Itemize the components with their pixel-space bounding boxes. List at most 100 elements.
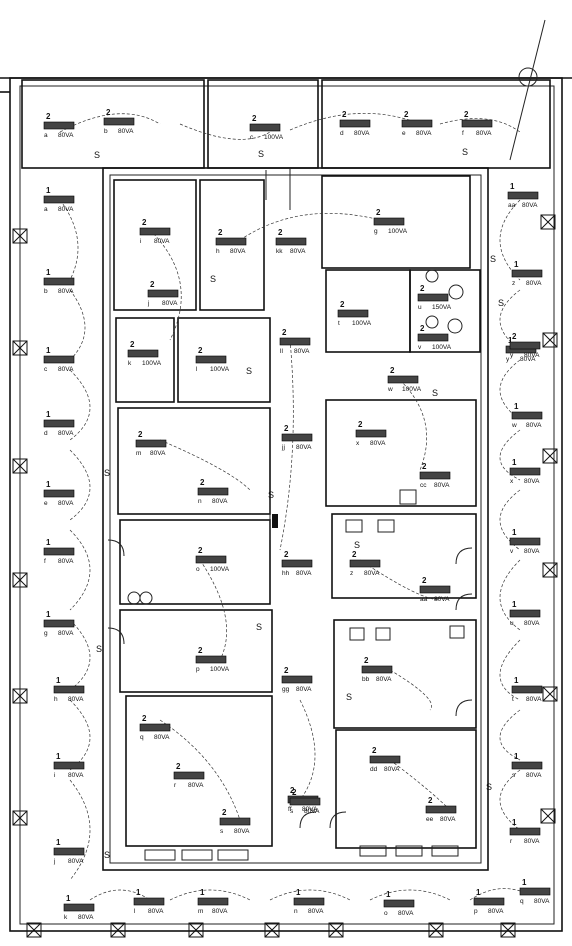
fixture-bar [509, 537, 541, 546]
fixture-id: n [294, 908, 298, 915]
fixture-circuit: 1 [46, 538, 51, 547]
electrical-boxes [12, 214, 558, 938]
fixture-circuit: 2 [218, 228, 223, 237]
fixture-bar [281, 433, 313, 442]
fixture-load: 80VA [416, 130, 432, 137]
fixture-id: y [506, 356, 510, 363]
fixture-circuit: 2 [290, 786, 295, 795]
fixture-load: 80VA [398, 910, 414, 917]
fixture-bar [401, 119, 433, 128]
fixture-load: 80VA [488, 908, 504, 915]
fixture-load: 80VA [526, 280, 542, 287]
fixture-circuit: 2 [340, 300, 345, 309]
fixture-id: q [140, 734, 144, 741]
fixture-load: 80VA [434, 596, 450, 603]
fixture-circuit: 2 [198, 646, 203, 655]
fixture-bar [173, 771, 205, 780]
fixture-bar [43, 277, 75, 286]
fixture-id: s [512, 772, 516, 779]
fixture-bar [507, 191, 539, 200]
fixture-circuit: 1 [514, 676, 519, 685]
fixture-load: 80VA [526, 696, 542, 703]
fixture-bar [473, 897, 505, 906]
fixture-load: 100VA [210, 566, 230, 573]
switch-label: S [246, 366, 252, 376]
fixture-bar [133, 897, 165, 906]
fixture-load: 80VA [154, 238, 170, 245]
fixture-bar [511, 761, 543, 770]
fixture-circuit: 2 [428, 796, 433, 805]
fixture-id: i [140, 238, 141, 245]
fixture-circuit: 1 [514, 402, 519, 411]
fixture-bar [281, 675, 313, 684]
switch-label: S [462, 147, 468, 157]
fixture-load: 80VA [302, 806, 318, 813]
fixture-load: 80VA [58, 558, 74, 565]
fixture-bar [127, 349, 159, 358]
fixture-circuit: 2 [138, 430, 143, 439]
fixture-load: 100VA [210, 366, 230, 373]
fixture-id: c [250, 134, 254, 141]
fixture-circuit: 2 [142, 714, 147, 723]
fixture-circuit: 1 [476, 888, 481, 897]
fixture-circuit: 2 [464, 110, 469, 119]
fixture-bar [511, 411, 543, 420]
fixture-circuit: 2 [198, 546, 203, 555]
fixture-bar [361, 665, 393, 674]
fixture-circuit: 2 [150, 280, 155, 289]
fixture-bar [383, 899, 415, 908]
fixture-bar [139, 723, 171, 732]
fixture-circuit: 1 [514, 260, 519, 269]
fixture-circuit: 1 [512, 818, 517, 827]
fixture-circuit: 2 [46, 112, 51, 121]
fixture-id: r [510, 838, 513, 845]
fixture-circuit: 2 [422, 576, 427, 585]
fixture-bar [249, 123, 281, 132]
fixture-circuit: 2 [404, 110, 409, 119]
fixture-load: 80VA [294, 348, 310, 355]
fixture-bar [511, 685, 543, 694]
fixture-load: 80VA [148, 908, 164, 915]
fixture-id: p [474, 908, 478, 915]
fixture-id: f [462, 130, 464, 137]
fixture-circuit: 2 [284, 550, 289, 559]
fixture-load: 80VA [58, 366, 74, 373]
fixture-load: 80VA [524, 548, 540, 555]
fixture-bar [53, 761, 85, 770]
fixture-load: 80VA [78, 914, 94, 921]
fixture-circuit: 1 [512, 458, 517, 467]
fixture-bar [281, 559, 313, 568]
fixture-load: 80VA [118, 128, 134, 135]
fixture-load: 80VA [524, 620, 540, 627]
fixture-bar [387, 375, 419, 384]
fixture-circuit: 1 [386, 890, 391, 899]
fixture-id: r [174, 782, 177, 789]
fixture-circuit: 2 [420, 284, 425, 293]
fixture-id: dd [370, 766, 378, 773]
fixture-load: 100VA [402, 386, 422, 393]
junction-box-icon [12, 228, 28, 244]
junction-box-icon [542, 332, 558, 348]
fixture-bar [509, 609, 541, 618]
fixture-id: k [64, 914, 68, 921]
junction-box-icon [26, 922, 42, 938]
fixture-load: 80VA [354, 130, 370, 137]
fixture-bar [419, 585, 451, 594]
fixture-bar [339, 119, 371, 128]
fixture-bar [337, 309, 369, 318]
fixture-id: g [44, 630, 48, 637]
fixture-circuit: 1 [56, 676, 61, 685]
fixture-id: t [338, 320, 340, 327]
